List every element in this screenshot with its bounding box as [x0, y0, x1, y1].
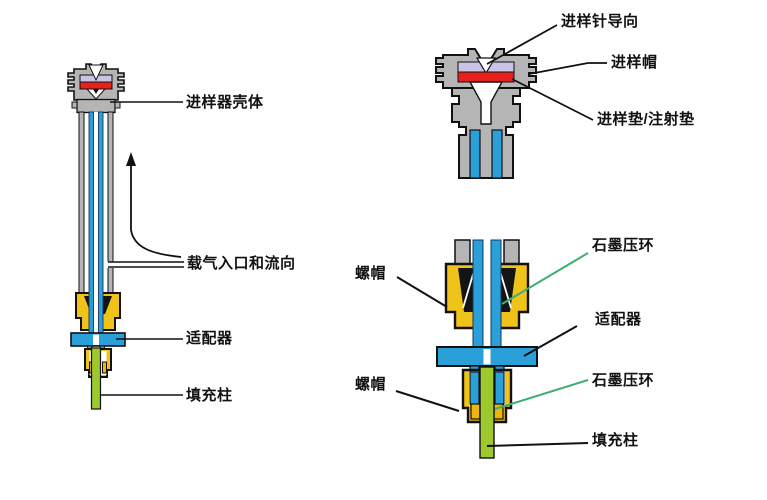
leader-septum-pad — [511, 78, 594, 121]
label-graphite-ring-bottom: 石墨压环 — [592, 372, 655, 389]
label-injector-housing: 进样器壳体 — [186, 94, 264, 111]
gas-flow-arrow — [130, 164, 182, 258]
right-head-diagram — [435, 24, 607, 179]
label-graphite-ring-top: 石墨压环 — [592, 237, 655, 254]
leader-graphite-top — [501, 252, 589, 305]
leader-septum-cap — [528, 62, 607, 75]
label-right-packed-column: 填充柱 — [592, 432, 639, 449]
leader-nut-bottom — [395, 390, 460, 412]
bottom-liner-left — [472, 239, 484, 348]
label-needle-guide: 进样针导向 — [561, 13, 639, 30]
right-liner-left — [469, 129, 481, 179]
leader-column — [486, 442, 589, 447]
bottom-liner-right — [490, 239, 502, 348]
label-left-adapter: 适配器 — [186, 330, 233, 347]
packed-column — [479, 366, 495, 459]
graphite-ring-lower-left — [470, 403, 481, 420]
left-body-shoulder — [76, 98, 116, 114]
label-septum-pad: 进样垫/注射垫 — [597, 111, 695, 128]
right-inlet-funnel — [468, 81, 504, 125]
leader-adapter — [523, 325, 578, 357]
label-right-adapter: 适配器 — [595, 311, 642, 328]
label-carrier-gas-inlet: 载气入口和流向 — [187, 255, 296, 272]
label-nut-bottom: 螺帽 — [355, 376, 387, 393]
label-nut-top: 螺帽 — [355, 265, 387, 282]
left-packed-column — [90, 347, 102, 410]
right-injector-body — [451, 87, 521, 179]
right-adapter-diagram — [395, 239, 589, 459]
leader-graphite-bottom — [494, 379, 589, 410]
left-injector-diagram — [67, 63, 184, 410]
right-septum-red — [457, 71, 515, 83]
left-needle-notch — [93, 89, 99, 94]
leader-nut-top — [396, 276, 448, 308]
left-housing-wall-right — [107, 111, 114, 301]
left-liner-left — [88, 111, 94, 335]
label-left-packed-column: 填充柱 — [186, 387, 233, 404]
left-liner-right — [98, 111, 104, 335]
left-needle-guide-funnel — [88, 64, 104, 82]
right-liner-right — [491, 129, 503, 179]
left-septum-red — [79, 81, 113, 90]
leader-needle-guide — [486, 24, 558, 65]
left-housing-wall-left — [78, 111, 85, 301]
label-septum-cap: 进样帽 — [611, 54, 658, 71]
left-ferrule-right — [102, 361, 107, 374]
